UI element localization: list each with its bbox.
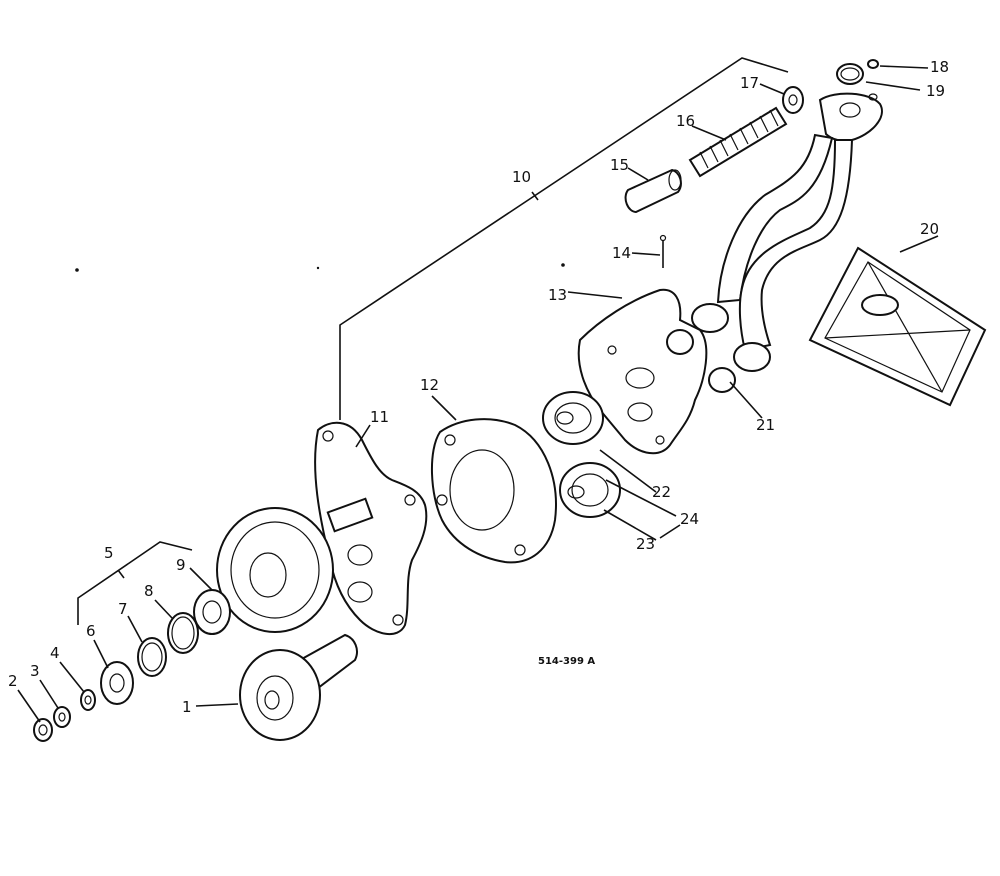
- callout-5: 5: [104, 544, 114, 562]
- callout-21: 21: [756, 416, 775, 434]
- circlip-8: [167, 612, 199, 654]
- plunger-15: [624, 168, 682, 214]
- callout-1: 1: [182, 698, 192, 716]
- split-pin-14: [659, 234, 667, 268]
- pump-cover: [577, 288, 736, 455]
- pump-front-housing: [314, 421, 428, 635]
- callout-8: 8: [144, 582, 154, 600]
- seal-19: [836, 63, 864, 85]
- callout-4: 4: [50, 644, 60, 662]
- washer-17: [782, 86, 804, 114]
- callout-23: 23: [636, 535, 655, 553]
- pump-body: [431, 418, 557, 564]
- idler-gear: [216, 507, 334, 633]
- nut-2: [33, 718, 53, 742]
- bearing-9: [193, 589, 231, 635]
- callout-9: 9: [176, 556, 186, 574]
- callout-24: 24: [680, 510, 699, 528]
- oil-pickup-tube: [691, 92, 883, 372]
- callout-2: 2: [8, 672, 18, 690]
- callout-11: 11: [370, 408, 389, 426]
- callout-6: 6: [86, 622, 96, 640]
- pump-gear-upper: [542, 391, 604, 445]
- strainer-screen: [808, 246, 987, 407]
- washer-4: [80, 689, 96, 711]
- callout-13: 13: [548, 286, 567, 304]
- lock-washer-3: [53, 706, 71, 728]
- bearing-6: [100, 661, 134, 705]
- speck-dot: [561, 263, 565, 267]
- callout-12: 12: [420, 376, 439, 394]
- bracket-5: [77, 541, 193, 625]
- callout-14: 14: [612, 244, 631, 262]
- reference-code: 514-399 A: [538, 656, 595, 667]
- callout-7: 7: [118, 600, 128, 618]
- callout-19: 19: [926, 82, 945, 100]
- o-ring-18: [867, 59, 879, 69]
- callout-3: 3: [30, 662, 40, 680]
- callout-labels: 1 2 3 4 5 6 7 8 9 10 11 12 13 14 15 16 1…: [8, 58, 949, 716]
- callout-18: 18: [930, 58, 949, 76]
- bracket-5-tick: [117, 569, 125, 579]
- spring-16: [688, 106, 788, 178]
- callout-16: 16: [676, 112, 695, 130]
- callout-22: 22: [652, 483, 671, 501]
- speck-dot: [75, 268, 79, 272]
- bracket-10: [339, 57, 789, 420]
- bracket-10-tick: [531, 191, 539, 201]
- callout-17: 17: [740, 74, 759, 92]
- pump-gear-lower: [559, 462, 621, 518]
- leader-lines: [17, 65, 939, 723]
- speck-dot: [316, 266, 320, 270]
- washer-7: [137, 637, 167, 677]
- callout-20: 20: [920, 220, 939, 238]
- callout-15: 15: [610, 156, 629, 174]
- callout-10: 10: [512, 168, 531, 186]
- drive-shaft-gear: [239, 633, 358, 741]
